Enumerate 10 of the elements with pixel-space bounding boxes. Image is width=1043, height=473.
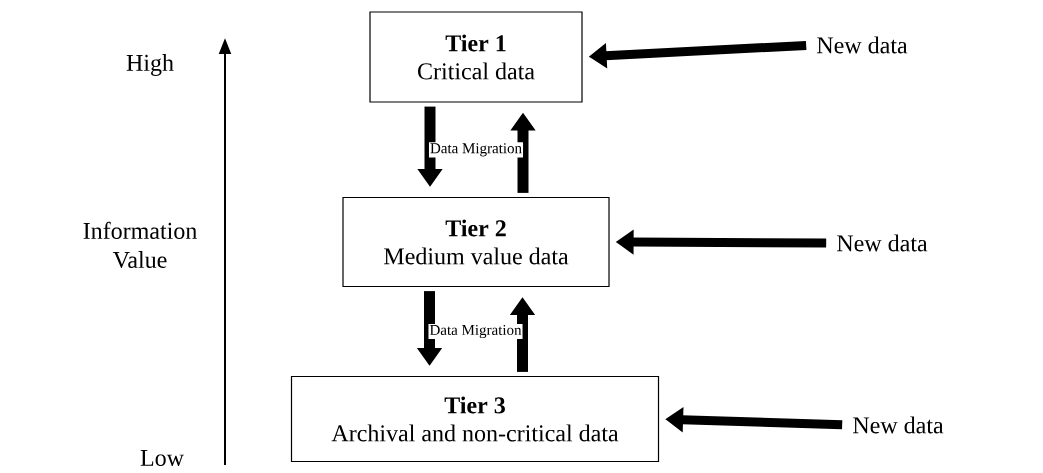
tier-box: Tier 2 Medium value data <box>342 196 610 288</box>
text-label: New data <box>853 416 944 434</box>
tier-box: Tier 1 Critical data <box>369 11 583 103</box>
axis-label: Low <box>140 450 184 466</box>
text-label: New data <box>837 234 928 252</box>
tier-box: Tier 3 Archival and non-critical data <box>290 375 660 463</box>
axis-label: High <box>126 54 174 76</box>
axis-label: Information Value <box>83 221 197 269</box>
text-label: New data <box>817 36 908 54</box>
edge-label: Data Migration <box>429 142 524 158</box>
